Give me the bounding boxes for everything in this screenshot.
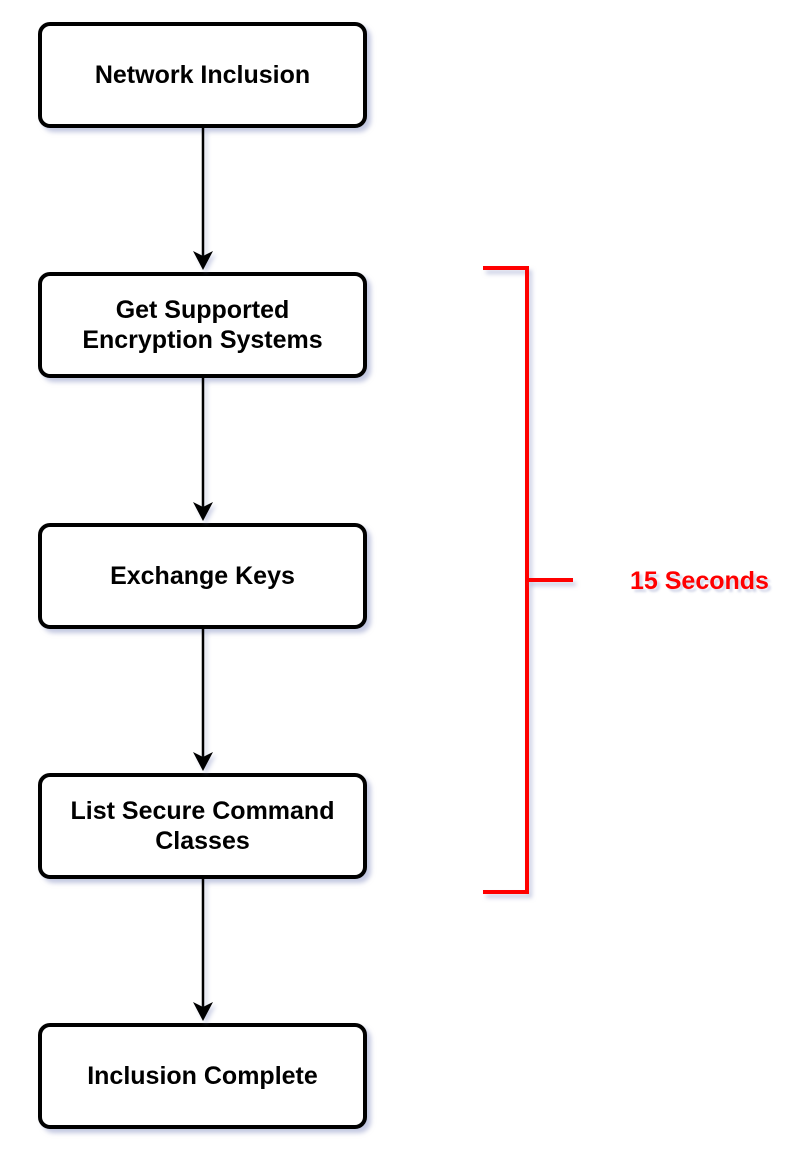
- node-network-inclusion: Network Inclusion: [38, 22, 367, 128]
- node-label: Exchange Keys: [110, 562, 295, 590]
- edge-arrow-4: [193, 879, 213, 1021]
- node-inclusion-complete: Inclusion Complete: [38, 1023, 367, 1129]
- edge-arrow-3: [193, 628, 213, 771]
- node-label: Get Supported Encryption Systems: [82, 296, 323, 354]
- node-label: Inclusion Complete: [87, 1062, 318, 1090]
- node-label: Network Inclusion: [94, 61, 311, 89]
- node-label: List Secure Command Classes: [70, 797, 335, 855]
- edge-arrow-2: [193, 378, 213, 521]
- node-list-secure-command-classes: List Secure Command Classes: [38, 773, 367, 879]
- node-get-supported-encryption-systems: Get Supported Encryption Systems: [38, 272, 367, 378]
- timing-bracket: [483, 266, 573, 894]
- edge-arrow-1: [193, 128, 213, 270]
- timing-annotation-label: 15 Seconds: [630, 567, 769, 595]
- node-exchange-keys: Exchange Keys: [38, 523, 367, 629]
